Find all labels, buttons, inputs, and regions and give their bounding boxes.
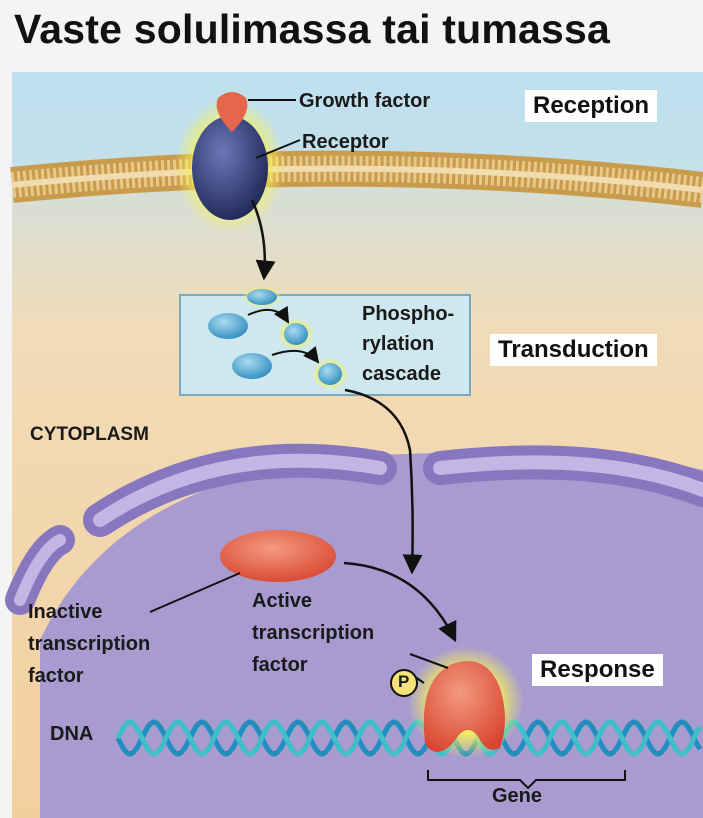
active-tf-label-1: Active (252, 590, 313, 612)
phosphate-circle (390, 669, 418, 697)
cytoplasm-label: CYTOPLASM (30, 424, 149, 445)
kinase-5 (318, 363, 342, 385)
kinase-2 (208, 313, 248, 339)
kinase-4 (232, 353, 272, 379)
receptor (192, 116, 268, 220)
phosphorylation-label-1: Phospho- (362, 303, 455, 325)
phosphate-label: P (398, 672, 410, 691)
phosphorylation-label-2: rylation (362, 333, 435, 355)
growth-factor-label: Growth factor (299, 90, 431, 112)
active-tf-label-2: transcription (252, 622, 375, 644)
stage-response: Response (532, 654, 663, 686)
growth-factor (216, 92, 248, 132)
inactive-tf-label-2: transcription (28, 633, 151, 655)
inactive-tf-label-3: factor (28, 665, 84, 687)
active-transcription-factor (423, 661, 505, 752)
kinase-3 (284, 323, 308, 345)
receptor-label: Receptor (302, 131, 389, 153)
active-tf-label-3: factor (252, 654, 308, 676)
inactive-transcription-factor (220, 530, 336, 582)
inactive-tf-label-1: Inactive (28, 601, 103, 623)
kinase-1 (247, 289, 277, 305)
page-title: Vaste solulimassa tai tumassa (14, 6, 611, 52)
phosphorylation-label-3: cascade (362, 363, 441, 385)
dna-helix (115, 719, 703, 757)
dna-label: DNA (50, 723, 94, 745)
gene-label: Gene (492, 785, 543, 807)
stage-reception: Reception (525, 90, 658, 122)
arrow-activation (343, 561, 457, 643)
arrow-receptor-to-cascade (250, 199, 276, 281)
arrow-cascade-to-nucleus (344, 388, 423, 575)
stage-transduction: Transduction (490, 334, 657, 366)
gene-bracket (427, 770, 626, 790)
